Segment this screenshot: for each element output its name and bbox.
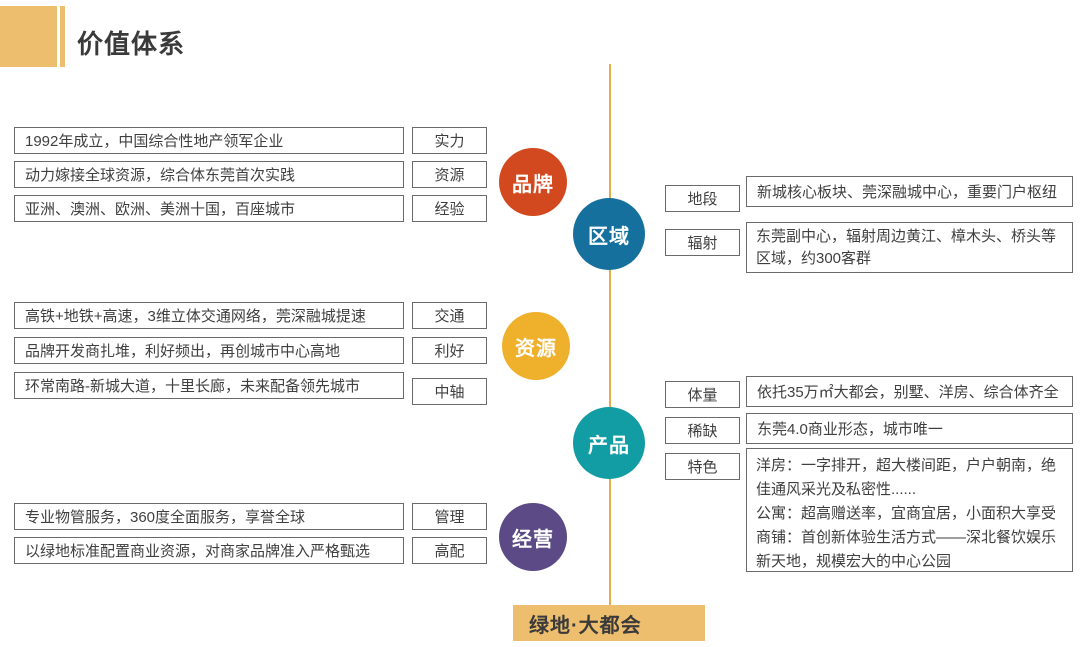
resource-point-3-text: 环常南路-新城大道，十里长廊，未来配备领先城市 (14, 372, 404, 399)
operation-point-1-tag: 管理 (412, 503, 487, 530)
title-accent-bar-icon (60, 6, 65, 67)
resource-point-2-text: 品牌开发商扎堆，利好频出，再创城市中心高地 (14, 337, 404, 364)
resource-point-1-tag: 交通 (412, 302, 487, 329)
product-point-3-tag: 特色 (665, 453, 740, 480)
brand-point-2-tag: 资源 (412, 161, 487, 188)
circle-operation-label: 经营 (512, 528, 554, 551)
page-title: 价值体系 (77, 29, 186, 59)
operation-point-2-text: 以绿地标准配置商业资源，对商家品牌准入严格甄选 (14, 537, 404, 564)
resource-point-2-tag: 利好 (412, 337, 487, 364)
product-point-1-tag: 体量 (665, 381, 740, 408)
product-point-3-text: 洋房：一字排开，超大楼间距，户户朝南，绝佳通风采光及私密性...... 公寓：超… (746, 448, 1073, 572)
title-accent-square-icon (0, 6, 57, 67)
footer-project-label: 绿地·大都会 (529, 614, 642, 637)
resource-point-3-tag: 中轴 (412, 378, 487, 405)
circle-region: 区域 (573, 198, 645, 270)
circle-region-label: 区域 (588, 225, 630, 248)
operation-point-2-tag: 高配 (412, 537, 487, 564)
region-point-1-tag: 地段 (665, 185, 740, 212)
circle-product: 产品 (573, 407, 645, 479)
circle-operation: 经营 (499, 503, 567, 571)
brand-point-2-text: 动力嫁接全球资源，综合体东莞首次实践 (14, 161, 404, 188)
timeline-line (609, 64, 611, 605)
brand-point-3-tag: 经验 (412, 195, 487, 222)
circle-product-label: 产品 (588, 434, 630, 457)
circle-brand: 品牌 (499, 148, 567, 216)
product-point-2-tag: 稀缺 (665, 417, 740, 444)
region-point-2-text: 东莞副中心，辐射周边黄江、樟木头、桥头等区域，约300客群 (746, 222, 1073, 273)
region-point-2-tag: 辐射 (665, 229, 740, 256)
footer-project-box: 绿地·大都会 (513, 605, 705, 641)
region-point-1-text: 新城核心板块、莞深融城中心，重要门户枢纽 (746, 176, 1073, 207)
product-point-1-text: 依托35万㎡大都会，别墅、洋房、综合体齐全 (746, 376, 1073, 407)
brand-point-3-text: 亚洲、澳洲、欧洲、美洲十国，百座城市 (14, 195, 404, 222)
circle-resource: 资源 (502, 312, 570, 380)
operation-point-1-text: 专业物管服务，360度全面服务，享誉全球 (14, 503, 404, 530)
brand-point-1-tag: 实力 (412, 127, 487, 154)
brand-point-1-text: 1992年成立，中国综合性地产领军企业 (14, 127, 404, 154)
circle-brand-label: 品牌 (512, 173, 554, 196)
resource-point-1-text: 高铁+地铁+高速，3维立体交通网络，莞深融城提速 (14, 302, 404, 329)
product-point-2-text: 东莞4.0商业形态，城市唯一 (746, 413, 1073, 444)
circle-resource-label: 资源 (515, 337, 557, 360)
